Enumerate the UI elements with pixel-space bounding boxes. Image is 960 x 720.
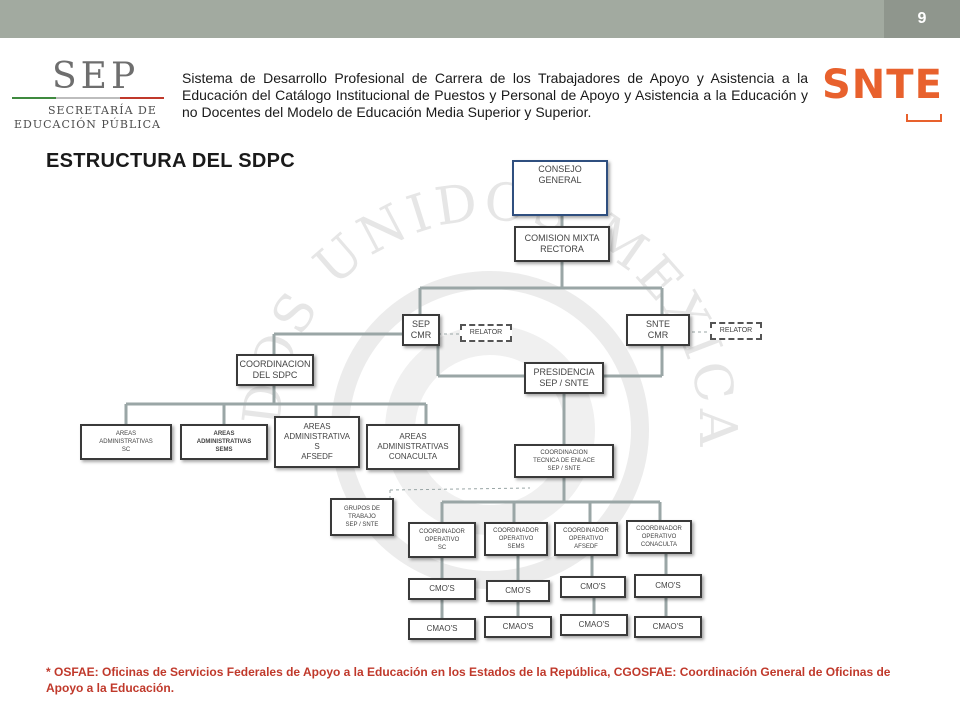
grupos-trabajo-label: GRUPOS DE TRABAJO SEP / SNTE bbox=[343, 506, 380, 528]
relator-right-label: RELATOR bbox=[719, 327, 753, 334]
cmos-label-3: CMO'S bbox=[580, 582, 606, 591]
areas-admin-afsedf-box[interactable]: AREAS ADMINISTRATIVA S AFSEDF bbox=[274, 416, 360, 468]
presidencia-label: PRESIDENCIA SEP / SNTE bbox=[533, 367, 595, 388]
relator-left-label: RELATOR bbox=[469, 329, 503, 336]
sep-cmr-label: SEP CMR bbox=[410, 319, 432, 340]
grupos-trabajo-box[interactable]: GRUPOS DE TRABAJO SEP / SNTE bbox=[330, 498, 394, 536]
sep-cmr-box[interactable]: SEP CMR bbox=[402, 314, 440, 346]
cmos-box-4[interactable]: CMO'S bbox=[634, 574, 702, 598]
presidencia-box[interactable]: PRESIDENCIA SEP / SNTE bbox=[524, 362, 604, 394]
cmos-label-4: CMO'S bbox=[655, 581, 681, 590]
coordinacion-sdpc-box[interactable]: COORDINACION DEL SDPC bbox=[236, 354, 314, 386]
sep-logo-stripe-green bbox=[12, 97, 56, 99]
areas-admin-sems-label: AREAS ADMINISTRATIVAS SEMS bbox=[196, 431, 252, 453]
consejo-general-box[interactable]: CONSEJO GENERAL bbox=[512, 160, 608, 216]
sep-logo-stripe-white bbox=[56, 97, 120, 99]
cmaos-box-3[interactable]: CMAO'S bbox=[560, 614, 628, 636]
svg-text:ESTADOS UNIDOS MEXICANOS: ESTADOS UNIDOS MEXICANOS bbox=[240, 160, 740, 450]
comision-mixta-box[interactable]: COMISION MIXTA RECTORA bbox=[514, 226, 610, 262]
areas-admin-sems-box[interactable]: AREAS ADMINISTRATIVAS SEMS bbox=[180, 424, 268, 460]
snte-logo-book-icon bbox=[906, 114, 942, 122]
areas-admin-afsedf-label: AREAS ADMINISTRATIVA S AFSEDF bbox=[284, 422, 350, 461]
page-number: 9 bbox=[884, 0, 960, 38]
coordinador-afsedf-label: COORDINADOR OPERATIVO AFSEDF bbox=[563, 528, 609, 550]
cmaos-box-4[interactable]: CMAO'S bbox=[634, 616, 702, 638]
coordinador-sems-label: COORDINADOR OPERATIVO SEMS bbox=[493, 528, 539, 550]
coordinacion-tecnica-label: COORDINACION TECNICA DE ENLACE SEP / SNT… bbox=[533, 450, 595, 472]
footnote: * OSFAE: Oficinas de Servicios Federales… bbox=[46, 665, 891, 695]
cmaos-label-4: CMAO'S bbox=[652, 622, 684, 631]
coordinador-sc-label: COORDINADOR OPERATIVO SC bbox=[419, 529, 465, 551]
comision-mixta-label: COMISION MIXTA RECTORA bbox=[524, 233, 600, 254]
coordinador-sc-box[interactable]: COORDINADOR OPERATIVO SC bbox=[408, 522, 476, 558]
sep-logo: SEP SECRETARÍA DE EDUCACIÓN PÚBLICA bbox=[8, 50, 168, 134]
areas-admin-sc-label: AREAS ADMINISTRATIVAS SC bbox=[99, 431, 153, 453]
snte-cmr-label: SNTE CMR bbox=[645, 319, 670, 340]
cmaos-box-1[interactable]: CMAO'S bbox=[408, 618, 476, 640]
sep-logo-stripe-red bbox=[120, 97, 164, 99]
cmos-box-1[interactable]: CMO'S bbox=[408, 578, 476, 600]
cmos-label-2: CMO'S bbox=[505, 586, 531, 595]
consejo-general-label: CONSEJO GENERAL bbox=[538, 164, 582, 185]
areas-admin-sc-box[interactable]: AREAS ADMINISTRATIVAS SC bbox=[80, 424, 172, 460]
snte-logo: SNTE bbox=[820, 58, 944, 128]
areas-admin-conaculta-label: AREAS ADMINISTRATIVAS CONACULTA bbox=[377, 432, 449, 461]
seal-watermark-text: ESTADOS UNIDOS MEXICANOS bbox=[240, 160, 740, 450]
cmos-box-3[interactable]: CMO'S bbox=[560, 576, 626, 598]
snte-cmr-box[interactable]: SNTE CMR bbox=[626, 314, 690, 346]
coordinacion-sdpc-label: COORDINACION DEL SDPC bbox=[239, 359, 311, 380]
coordinador-conaculta-box[interactable]: COORDINADOR OPERATIVO CONACULTA bbox=[626, 520, 692, 554]
relator-left-box[interactable]: RELATOR bbox=[460, 324, 512, 342]
cmaos-label-1: CMAO'S bbox=[426, 624, 458, 633]
sep-logo-line1: SECRETARÍA DE bbox=[48, 104, 157, 117]
cmos-box-2[interactable]: CMO'S bbox=[486, 580, 550, 602]
top-bar: 9 bbox=[0, 0, 960, 38]
coordinador-sems-box[interactable]: COORDINADOR OPERATIVO SEMS bbox=[484, 522, 548, 556]
relator-right-box[interactable]: RELATOR bbox=[710, 322, 762, 340]
cmaos-box-2[interactable]: CMAO'S bbox=[484, 616, 552, 638]
sep-logo-wordmark: SEP bbox=[52, 56, 140, 97]
cmos-label-1: CMO'S bbox=[429, 584, 455, 593]
header-description: Sistema de Desarrollo Profesional de Car… bbox=[182, 70, 808, 120]
coordinador-conaculta-label: COORDINADOR OPERATIVO CONACULTA bbox=[636, 526, 682, 548]
snte-logo-wordmark: SNTE bbox=[822, 62, 943, 108]
cmaos-label-2: CMAO'S bbox=[502, 622, 534, 631]
cmaos-label-3: CMAO'S bbox=[578, 620, 610, 629]
areas-admin-conaculta-box[interactable]: AREAS ADMINISTRATIVAS CONACULTA bbox=[366, 424, 460, 470]
coordinador-afsedf-box[interactable]: COORDINADOR OPERATIVO AFSEDF bbox=[554, 522, 618, 556]
coordinacion-tecnica-box[interactable]: COORDINACION TECNICA DE ENLACE SEP / SNT… bbox=[514, 444, 614, 478]
eagle-seal-watermark: ESTADOS UNIDOS MEXICANOS bbox=[240, 160, 740, 589]
sep-logo-line2: EDUCACIÓN PÚBLICA bbox=[14, 118, 161, 131]
page-title: ESTRUCTURA DEL SDPC bbox=[46, 150, 296, 172]
